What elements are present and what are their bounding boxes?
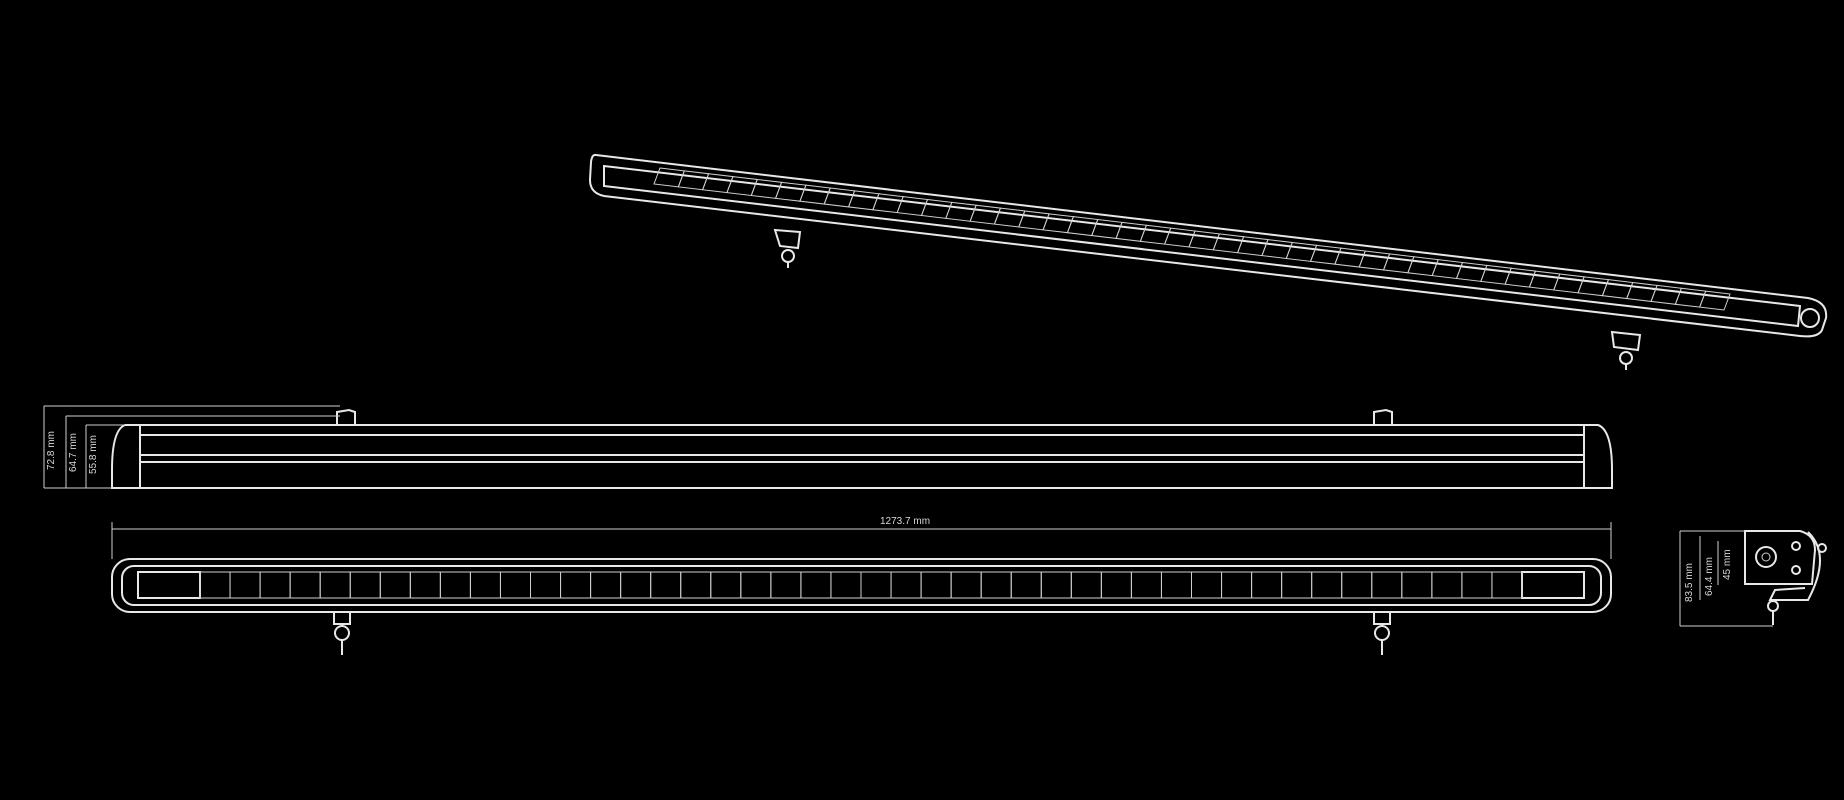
end-cap-icon — [1800, 308, 1820, 328]
length-dimension: 1273.7 mm — [111, 516, 1612, 559]
dim-end-overall-height: 83.5 mm — [1684, 563, 1695, 602]
led-cell — [1371, 571, 1403, 599]
led-cell — [590, 571, 622, 599]
dim-body-height: 64.7 mm — [68, 433, 79, 472]
lens-right — [1521, 571, 1585, 599]
front-view — [111, 558, 1612, 655]
led-cell — [1431, 571, 1463, 599]
led-cell — [379, 571, 411, 599]
led-cell — [890, 571, 922, 599]
dim-length: 1273.7 mm — [880, 516, 930, 527]
front-bracket-left — [333, 611, 351, 655]
led-cell — [1221, 571, 1253, 599]
led-cell — [1040, 571, 1072, 599]
perspective-led-cells — [653, 167, 1731, 311]
led-cell — [860, 571, 892, 599]
led-cell — [950, 571, 982, 599]
led-cell — [1281, 571, 1313, 599]
led-cell — [469, 571, 501, 599]
led-cell — [1070, 571, 1102, 599]
led-cell — [680, 571, 712, 599]
led-cell — [199, 571, 231, 599]
lens-left — [137, 571, 201, 599]
dim-lens-height: 55.8 mm — [88, 435, 99, 474]
led-cell — [1341, 571, 1373, 599]
led-cell — [530, 571, 562, 599]
mount-bracket-left — [773, 228, 802, 268]
led-cell — [289, 571, 321, 599]
led-cell — [439, 571, 471, 599]
led-cell — [1130, 571, 1162, 599]
front-led-cells — [199, 571, 1523, 599]
led-cell — [349, 571, 381, 599]
led-cell — [1461, 571, 1493, 599]
led-cell — [1191, 571, 1223, 599]
led-cell — [830, 571, 862, 599]
dim-end-body-height: 64.4 mm — [1704, 557, 1715, 596]
led-cell — [620, 571, 652, 599]
dim-overall-height: 72.8 mm — [46, 431, 57, 470]
mount-bracket-right — [1610, 330, 1642, 370]
led-cell — [409, 571, 441, 599]
dim-end-bracket-height: 45 mm — [1722, 549, 1733, 580]
led-cell — [1311, 571, 1343, 599]
led-cell — [800, 571, 832, 599]
led-cell — [1100, 571, 1132, 599]
led-cell — [1698, 290, 1731, 311]
led-cell — [1010, 571, 1042, 599]
led-cell — [259, 571, 291, 599]
led-cell — [770, 571, 802, 599]
side-view: 72.8 mm 64.7 mm 55.8 mm — [43, 405, 1613, 489]
led-cell — [650, 571, 682, 599]
led-cell — [560, 571, 592, 599]
led-cell — [980, 571, 1012, 599]
perspective-view — [588, 153, 1828, 370]
led-cell — [740, 571, 772, 599]
led-cell — [920, 571, 952, 599]
led-cell — [1491, 571, 1523, 599]
led-cell — [1160, 571, 1193, 599]
led-cell — [319, 571, 351, 599]
front-bracket-right — [1373, 611, 1391, 655]
end-view: 83.5 mm 64.4 mm 45 mm — [1679, 530, 1827, 627]
led-cell — [710, 571, 742, 599]
led-cell — [1401, 571, 1433, 599]
led-cell — [229, 571, 261, 599]
led-cell — [1251, 571, 1283, 599]
led-cell — [499, 571, 532, 599]
